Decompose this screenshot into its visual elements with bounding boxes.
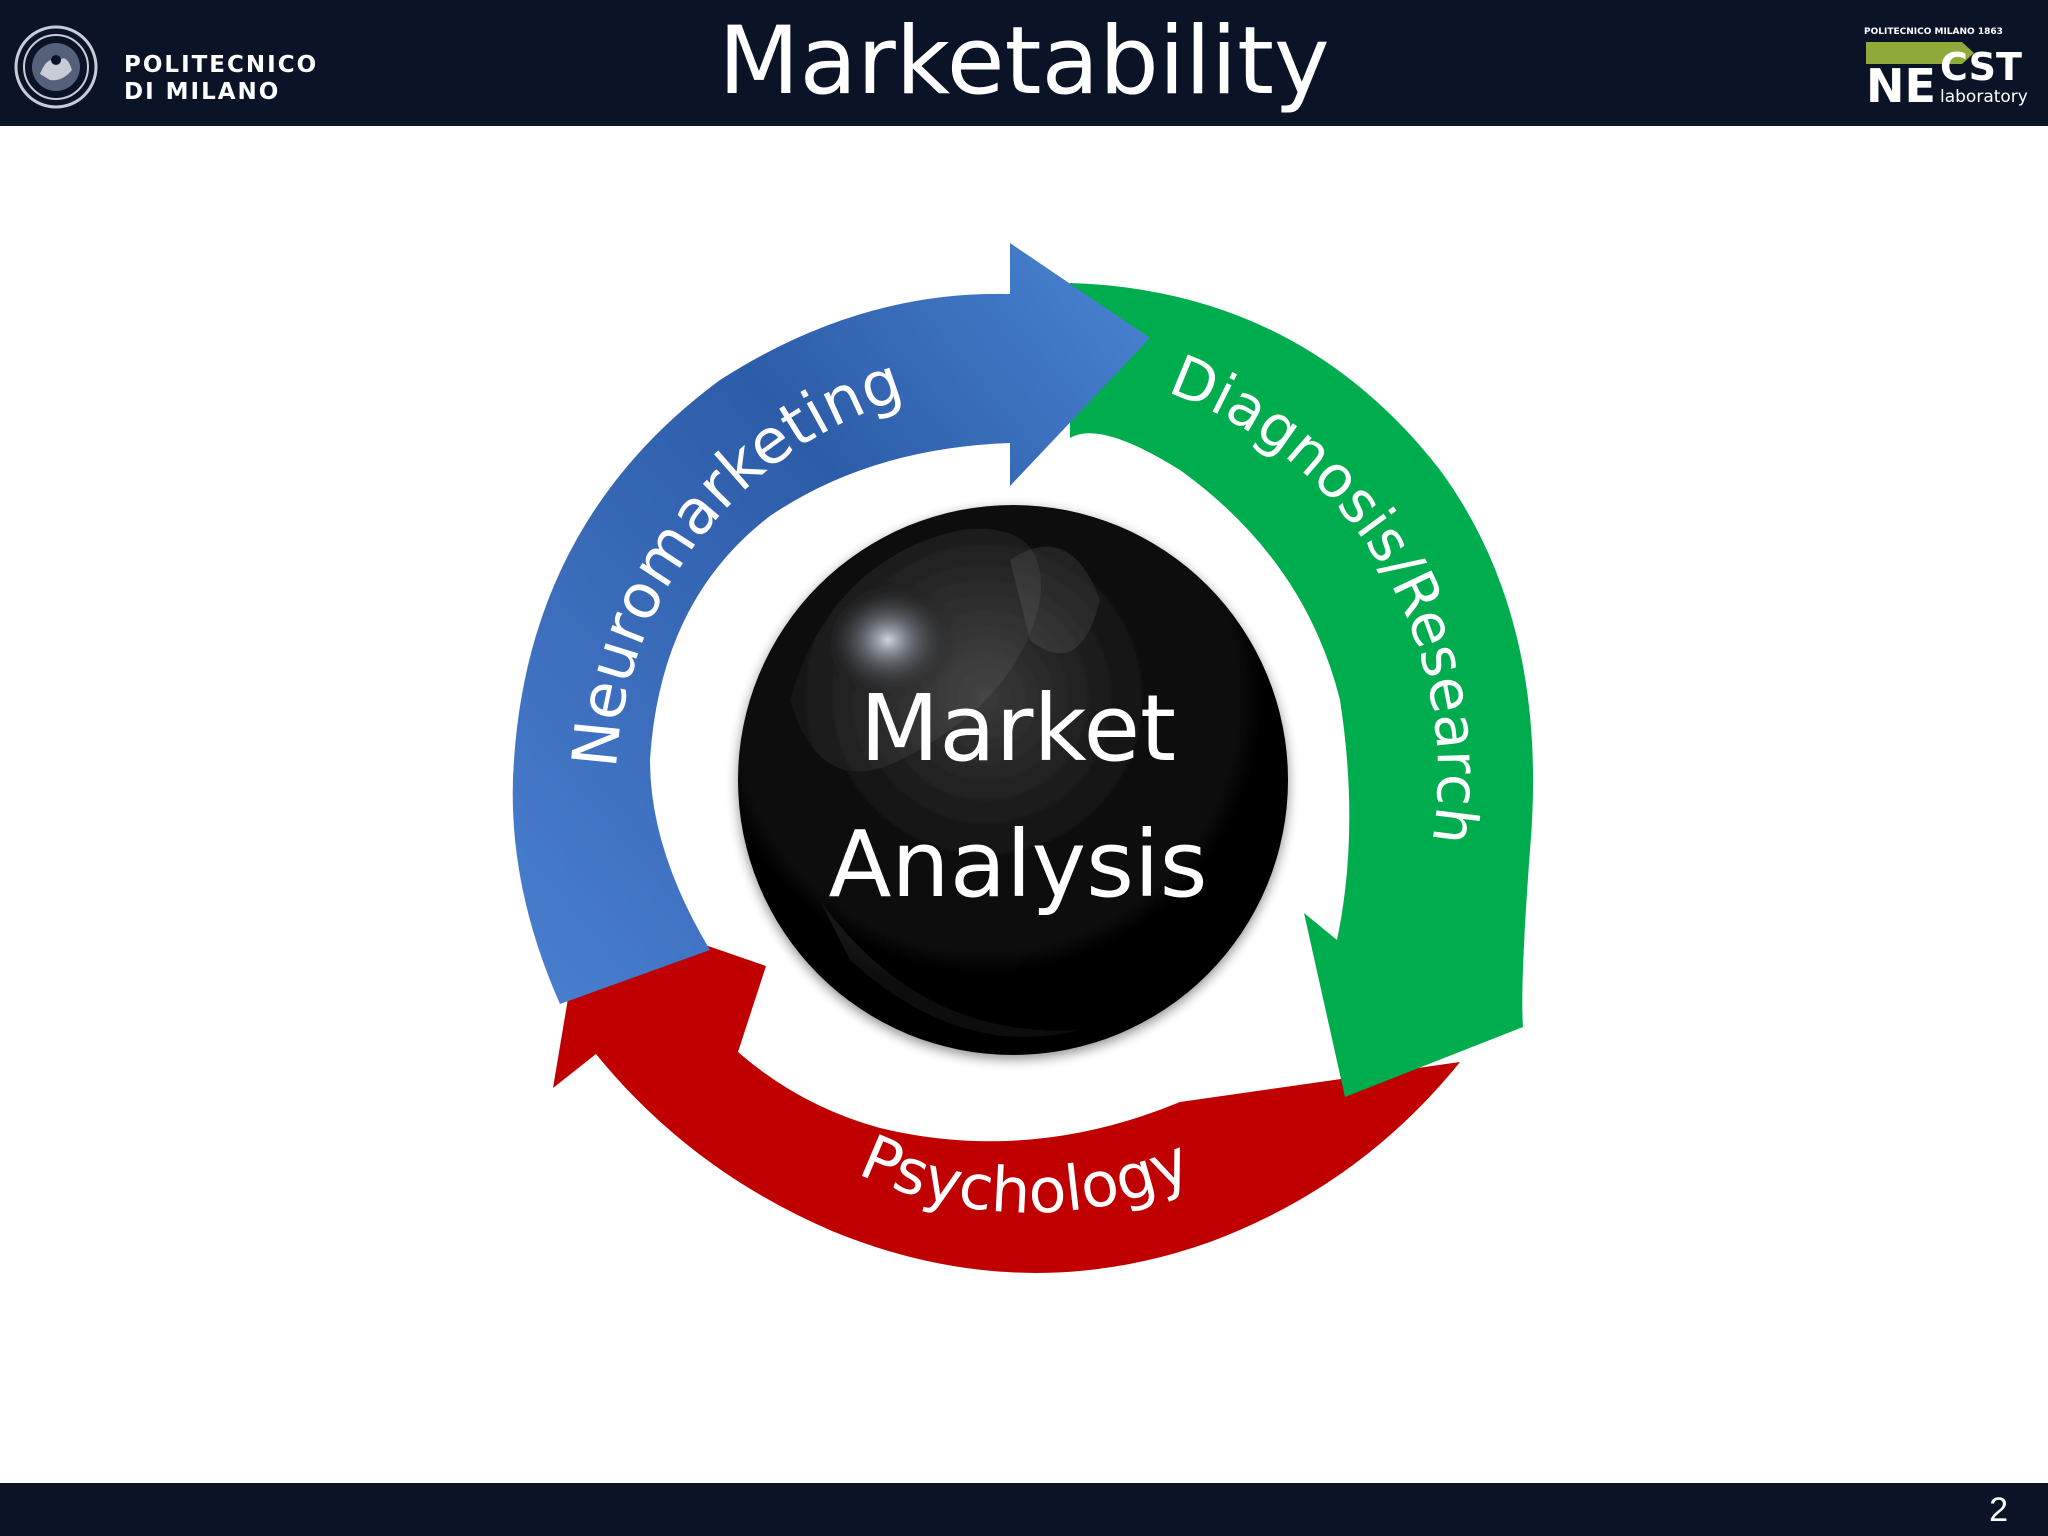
page-title: Marketability: [718, 7, 1330, 116]
necst-logo-ne: NE: [1866, 59, 1936, 108]
university-seal-icon: [14, 25, 98, 109]
header-bar: [0, 0, 2048, 126]
market-analysis-ball: [738, 505, 1288, 1055]
neuromarketing-arrow: [512, 243, 1150, 1004]
page-number: 2: [1989, 1491, 2008, 1529]
footer-bar: [0, 1483, 2048, 1536]
necst-logo-top: POLITECNICO MILANO 1863: [1864, 27, 2003, 37]
necst-logo-cst: CST: [1940, 45, 2022, 89]
polimi-line2: DI MILANO: [124, 79, 281, 105]
center-label-line1: Market: [860, 675, 1176, 782]
center-label-line2: Analysis: [828, 811, 1207, 918]
necst-arrow-shape: [1866, 42, 1974, 64]
polimi-line1: POLITECNICO: [124, 52, 319, 78]
necst-logo-sub: laboratory: [1940, 87, 2028, 107]
necst-logo: POLITECNICO MILANO 1863 NE CST laborator…: [1864, 27, 2028, 108]
psychology-arrow: [553, 903, 1460, 1273]
polimi-logo: POLITECNICO DI MILANO: [14, 24, 316, 110]
diagnosis-research-arrow: [1070, 283, 1534, 1097]
